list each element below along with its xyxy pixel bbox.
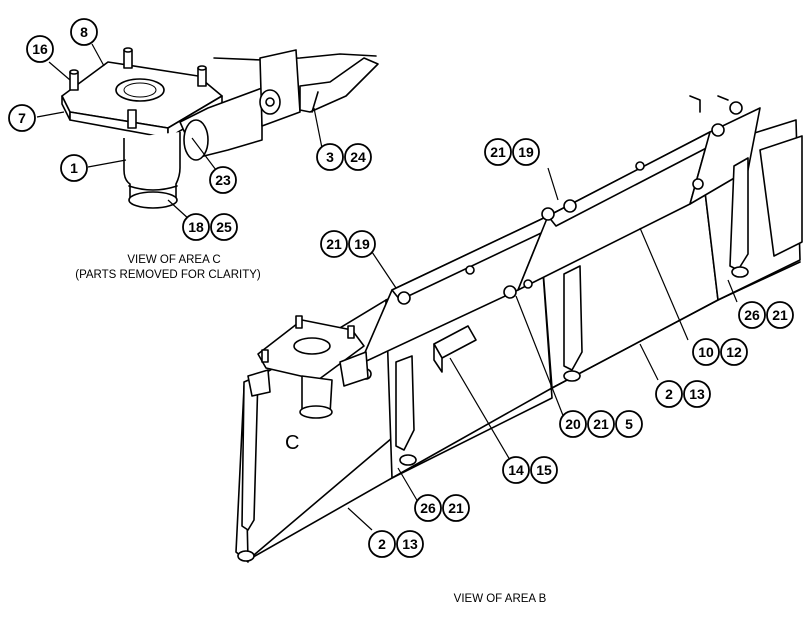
callout-13-right: 13 bbox=[683, 380, 711, 408]
callout-21-lower: 21 bbox=[442, 494, 470, 522]
svg-text:21: 21 bbox=[593, 416, 609, 432]
svg-text:25: 25 bbox=[216, 219, 232, 235]
callout-21-right: 21 bbox=[766, 301, 794, 329]
svg-text:24: 24 bbox=[350, 149, 366, 165]
svg-text:26: 26 bbox=[420, 500, 436, 516]
svg-text:21: 21 bbox=[490, 144, 506, 160]
svg-text:13: 13 bbox=[402, 536, 418, 552]
callout-10: 10 bbox=[692, 338, 720, 366]
svg-text:16: 16 bbox=[32, 41, 48, 57]
area-c-title: VIEW OF AREA C bbox=[127, 254, 220, 266]
svg-text:20: 20 bbox=[565, 416, 581, 432]
callout-balloons: 16 8 7 1 23 18 25 3 24 21 19 21 19 26 21… bbox=[8, 18, 794, 558]
callout-25: 25 bbox=[210, 213, 238, 241]
callout-8: 8 bbox=[70, 18, 98, 46]
svg-text:21: 21 bbox=[772, 307, 788, 323]
area-c-note: (PARTS REMOVED FOR CLARITY) bbox=[75, 269, 261, 281]
area-b-assembly-drawing bbox=[235, 95, 803, 563]
svg-text:12: 12 bbox=[726, 344, 742, 360]
svg-text:13: 13 bbox=[689, 386, 705, 402]
svg-text:26: 26 bbox=[744, 307, 760, 323]
callout-5: 5 bbox=[615, 410, 643, 438]
callout-20: 20 bbox=[559, 410, 587, 438]
svg-text:19: 19 bbox=[518, 144, 534, 160]
callout-1: 1 bbox=[60, 154, 88, 182]
callout-18: 18 bbox=[182, 213, 210, 241]
svg-text:2: 2 bbox=[378, 536, 386, 552]
callout-16: 16 bbox=[26, 35, 54, 63]
callout-13-lower: 13 bbox=[396, 530, 424, 558]
callout-26-right: 26 bbox=[738, 301, 766, 329]
callout-15: 15 bbox=[530, 456, 558, 484]
svg-text:7: 7 bbox=[18, 110, 26, 126]
callout-19-top: 19 bbox=[512, 138, 540, 166]
callout-21-mid: 21 bbox=[320, 230, 348, 258]
callout-2-right: 2 bbox=[655, 380, 683, 408]
callout-19-mid: 19 bbox=[348, 230, 376, 258]
callout-7: 7 bbox=[8, 104, 36, 132]
callout-12: 12 bbox=[720, 338, 748, 366]
svg-text:10: 10 bbox=[698, 344, 714, 360]
callout-14: 14 bbox=[502, 456, 530, 484]
svg-text:8: 8 bbox=[80, 24, 88, 40]
callout-23: 23 bbox=[209, 166, 237, 194]
area-c-marker: C bbox=[285, 432, 299, 454]
svg-text:23: 23 bbox=[215, 172, 231, 188]
callout-2-lower: 2 bbox=[368, 530, 396, 558]
svg-text:18: 18 bbox=[188, 219, 204, 235]
svg-text:2: 2 bbox=[665, 386, 673, 402]
svg-text:21: 21 bbox=[326, 236, 342, 252]
callout-21-top: 21 bbox=[484, 138, 512, 166]
svg-text:1: 1 bbox=[70, 160, 78, 176]
leader-lines bbox=[36, 43, 738, 531]
area-c-detail-drawing bbox=[61, 47, 379, 209]
svg-text:14: 14 bbox=[508, 462, 524, 478]
svg-text:3: 3 bbox=[326, 149, 334, 165]
callout-3: 3 bbox=[316, 143, 344, 171]
svg-text:15: 15 bbox=[536, 462, 552, 478]
area-b-title: VIEW OF AREA B bbox=[454, 593, 547, 605]
callout-26-lower: 26 bbox=[414, 494, 442, 522]
svg-text:19: 19 bbox=[354, 236, 370, 252]
callout-21-center: 21 bbox=[587, 410, 615, 438]
callout-24: 24 bbox=[344, 143, 372, 171]
svg-text:5: 5 bbox=[625, 416, 633, 432]
svg-text:21: 21 bbox=[448, 500, 464, 516]
